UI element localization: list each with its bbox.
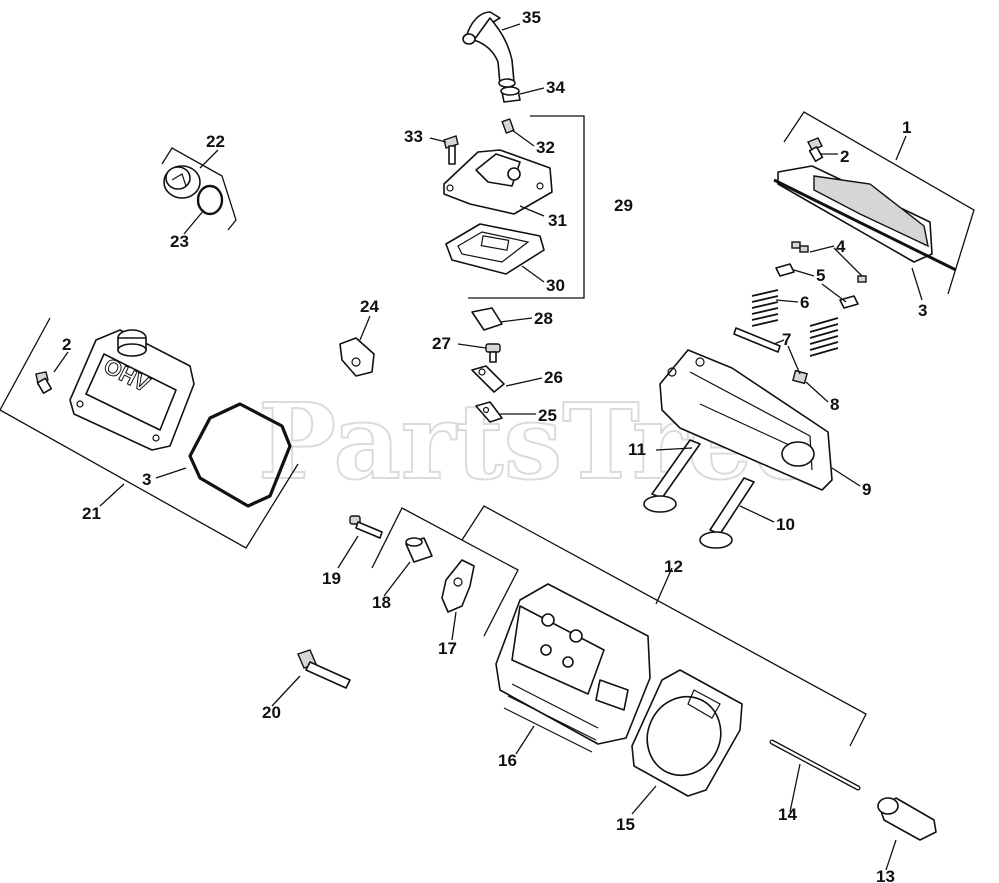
callout-18: 18 xyxy=(372,593,391,612)
callout-11: 11 xyxy=(628,440,646,459)
callout-2-left: 2 xyxy=(62,335,71,354)
spacer-block-part[interactable] xyxy=(471,307,503,331)
callout-8: 8 xyxy=(830,395,839,414)
callout-6: 6 xyxy=(800,293,809,312)
callout-4: 4 xyxy=(836,237,846,256)
callout-15: 15 xyxy=(616,815,635,834)
callout-20: 20 xyxy=(262,703,281,722)
callout-12: 12 xyxy=(664,557,683,576)
callout-7: 7 xyxy=(782,330,791,349)
lifting-bracket-part[interactable] xyxy=(339,337,375,377)
bracket-1 xyxy=(783,111,975,295)
callout-16: 16 xyxy=(498,751,517,770)
cylinder-head-upper-part[interactable] xyxy=(659,349,833,491)
intake-valve-part[interactable] xyxy=(699,477,755,549)
callout-26: 26 xyxy=(544,368,563,387)
head-bolt-part[interactable] xyxy=(297,649,351,689)
callout-13: 13 xyxy=(876,867,895,883)
valve-cover-gasket-part[interactable] xyxy=(188,402,292,508)
callout-21: 21 xyxy=(82,504,101,523)
callout-35: 35 xyxy=(522,8,541,27)
callout-1: 1 xyxy=(902,118,911,137)
bracket-29 xyxy=(468,115,585,299)
callout-3-left: 3 xyxy=(142,470,151,489)
valve-keepers-part[interactable] xyxy=(791,241,867,283)
callout-2-right: 2 xyxy=(840,147,849,166)
rocker-gasket-part[interactable] xyxy=(773,178,957,272)
breather-gasket-part[interactable] xyxy=(445,223,545,275)
callout-30: 30 xyxy=(546,276,565,295)
callout-25: 25 xyxy=(538,406,557,425)
callout-9: 9 xyxy=(862,480,871,499)
o-ring-part[interactable] xyxy=(196,184,224,216)
callout-labels: 35 34 33 32 29 31 30 28 27 26 25 24 22 2… xyxy=(62,8,927,883)
valve-lifter-part[interactable] xyxy=(877,797,937,841)
cylinder-head-part[interactable] xyxy=(495,583,651,753)
cover-screw-part[interactable] xyxy=(35,371,53,394)
bracket-12-main xyxy=(461,505,867,747)
callout-10: 10 xyxy=(776,515,795,534)
callout-14: 14 xyxy=(778,805,797,824)
callout-3-right: 3 xyxy=(918,301,927,320)
callout-28: 28 xyxy=(534,309,553,328)
bracket-12 xyxy=(371,507,519,637)
head-gasket-part[interactable] xyxy=(631,669,743,797)
small-screw-part[interactable] xyxy=(485,343,501,363)
breather-cover-part[interactable] xyxy=(443,149,553,215)
callout-24: 24 xyxy=(360,297,379,316)
callout-32: 32 xyxy=(536,138,555,157)
leader-lines xyxy=(53,23,923,871)
retaining-clip-part[interactable] xyxy=(475,401,503,423)
callout-29: 29 xyxy=(614,196,633,215)
breather-hose-part[interactable] xyxy=(462,11,516,88)
valve-spring-part[interactable] xyxy=(751,289,839,357)
callout-33: 33 xyxy=(404,127,423,146)
callout-22: 22 xyxy=(206,132,225,151)
exhaust-valve-part[interactable] xyxy=(643,439,701,513)
rocker-arm-part[interactable] xyxy=(441,559,475,613)
callout-17: 17 xyxy=(438,639,457,658)
valve-cover-part[interactable] xyxy=(69,329,195,451)
callout-19: 19 xyxy=(322,569,341,588)
rocker-bolt-part[interactable] xyxy=(349,515,383,539)
rocker-stud-part[interactable] xyxy=(792,369,808,385)
push-rod-part[interactable] xyxy=(769,739,861,791)
spring-retainer-part[interactable] xyxy=(775,263,859,309)
rocker-screw-part[interactable] xyxy=(807,137,824,162)
callout-23: 23 xyxy=(170,232,189,251)
breather-screw-part[interactable] xyxy=(443,135,459,165)
breather-stud-part[interactable] xyxy=(501,118,515,134)
oil-fill-cap-part[interactable] xyxy=(163,165,201,199)
callout-27: 27 xyxy=(432,334,451,353)
bracket-22 xyxy=(161,147,237,231)
rocker-pivot-part[interactable] xyxy=(405,537,433,563)
push-rod-guide-part[interactable] xyxy=(733,327,781,353)
bracket-21 xyxy=(0,317,299,549)
terminal-lug-part[interactable] xyxy=(471,365,505,393)
hose-clamp-part[interactable] xyxy=(500,86,521,103)
callout-31: 31 xyxy=(548,211,567,230)
callout-34: 34 xyxy=(546,78,565,97)
callout-5: 5 xyxy=(816,266,825,285)
